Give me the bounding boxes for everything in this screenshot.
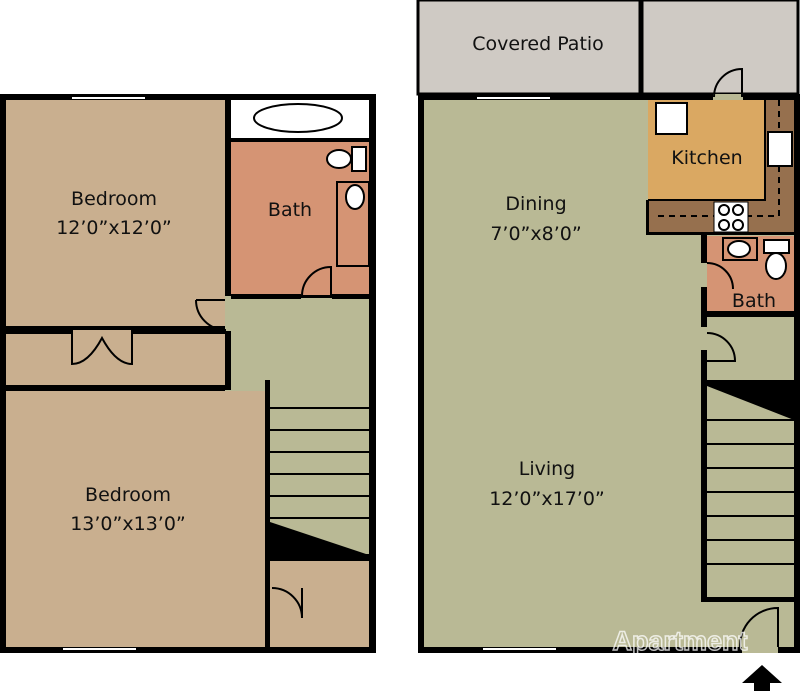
kitchen-label: Kitchen xyxy=(671,147,742,169)
svg-text:Apartment: Apartment xyxy=(612,626,747,656)
arrow-up-icon xyxy=(742,665,782,691)
bedroom-1-label: Bedroom xyxy=(71,188,157,210)
bedroom-2-area xyxy=(6,391,265,647)
bedroom-2-label: Bedroom xyxy=(85,484,171,506)
bedroom-2-size: 13’0”x13’0” xyxy=(70,513,186,535)
bedroom-1-area xyxy=(6,100,225,326)
stairs xyxy=(701,380,800,602)
watermark: Apartment guide xyxy=(612,625,749,679)
living-label: Living xyxy=(519,458,576,480)
bath-label: Bath xyxy=(732,290,776,312)
bath-area xyxy=(231,142,369,295)
tub-icon xyxy=(253,103,343,133)
svg-text:guide: guide xyxy=(667,650,734,678)
lower-floor: Covered Patio Kitchen Dining 7’0”x8’0” B… xyxy=(416,0,800,653)
bath-label: Bath xyxy=(268,199,312,221)
upper-floor: Bedroom 12’0”x12’0” Bath Bedroom 13’0”x1… xyxy=(0,94,376,653)
bedroom-1-size: 12’0”x12’0” xyxy=(56,217,172,239)
toilet-icon xyxy=(326,149,352,169)
dining-size: 7’0”x8’0” xyxy=(490,223,581,245)
fridge-icon xyxy=(655,102,688,135)
dining-label: Dining xyxy=(505,193,566,215)
stairs xyxy=(270,386,369,560)
stove-icon xyxy=(713,201,749,233)
sink-icon xyxy=(345,184,365,210)
toilet-icon xyxy=(765,252,787,280)
living-size: 12’0”x17’0” xyxy=(489,488,605,510)
sink-icon xyxy=(767,131,793,167)
patio-label: Covered Patio xyxy=(472,33,604,55)
